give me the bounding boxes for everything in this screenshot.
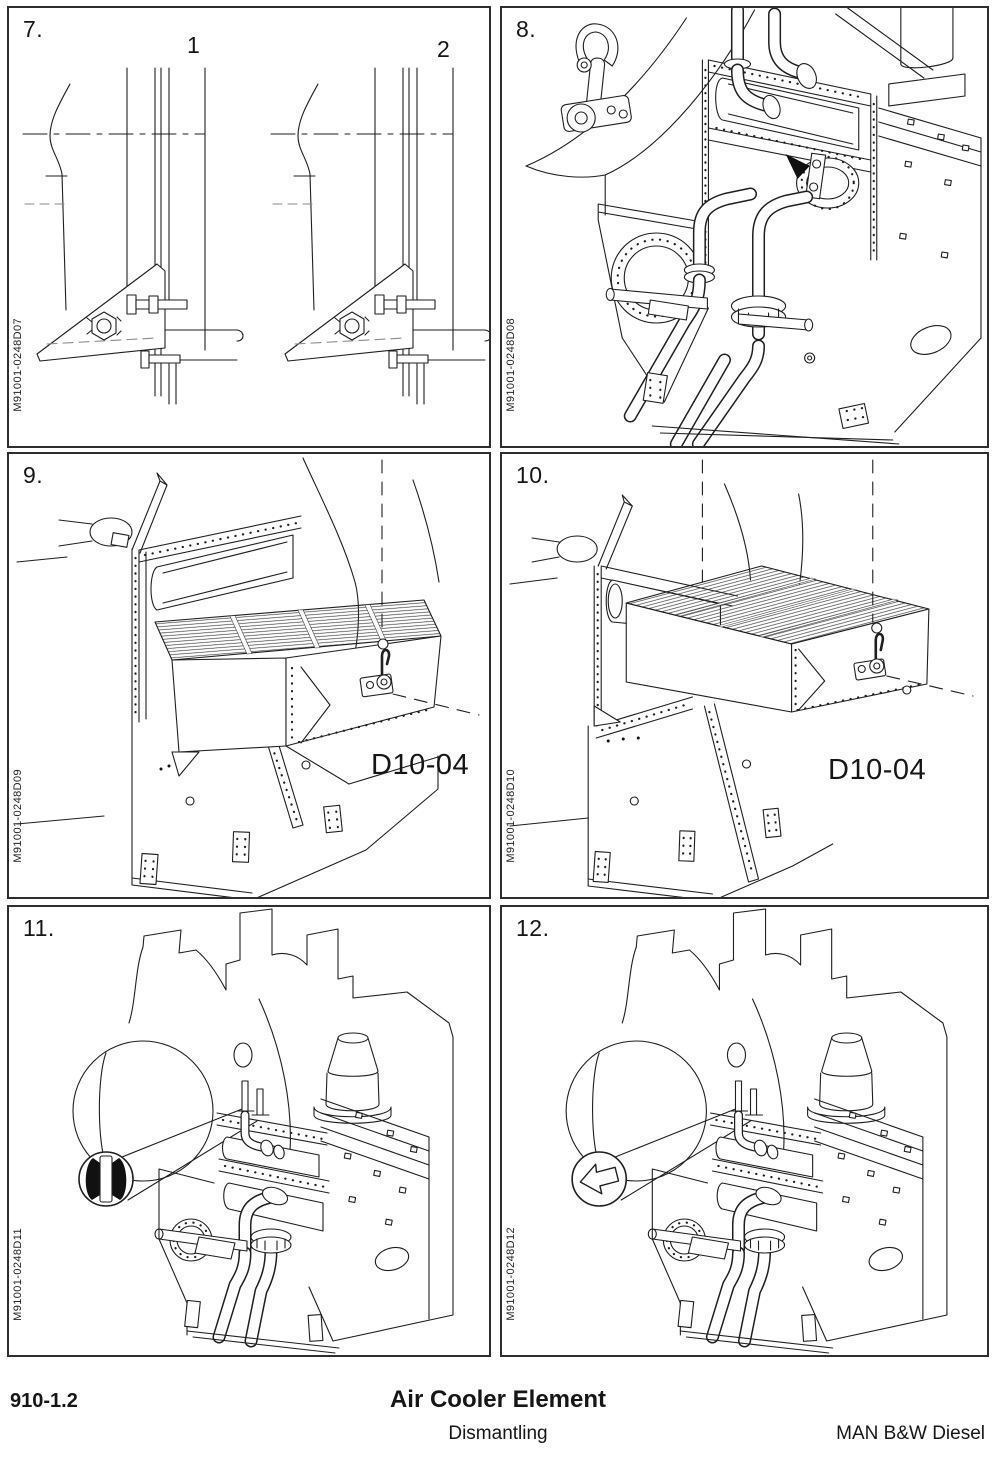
arrow-left-icon [579, 1163, 620, 1195]
panel-number: 8. [516, 16, 537, 42]
panel-number: 7. [23, 16, 44, 42]
panel-number: 11. [23, 915, 55, 941]
figure-8-drawing [525, 8, 982, 446]
drawing-code: M91001-0248D09 [12, 769, 24, 863]
page-footer: 910-1.2 Air Cooler Element Dismantling M… [0, 1378, 996, 1474]
doc-number: 910-1.2 [10, 1390, 78, 1412]
page-subtitle: Dismantling [448, 1423, 548, 1444]
direction-arrow-icon [785, 154, 810, 179]
figure-panel-11: 11. M91001-0248D11 [7, 905, 491, 1357]
drawing-code: M91001-0248D12 [505, 1227, 517, 1321]
figure-panel-9: 9. D10-04 M91001-0248D09 [7, 452, 491, 899]
figure-panel-8: 8. M91001-0248D08 [500, 6, 989, 448]
figure-11-drawing [9, 907, 489, 1355]
figure-12-drawing [502, 907, 987, 1355]
tool-ref-label: D10-04 [828, 754, 927, 786]
panel-number: 9. [23, 462, 44, 488]
figure-panel-12: 12. M91001-0248D12 [500, 905, 989, 1357]
detail-label-1: 1 [187, 32, 200, 58]
figure-panel-7: 7. 1 2 M91001-0248D07 [7, 6, 491, 448]
tool-ref-label: D10-04 [371, 749, 470, 781]
shackle-icon [560, 23, 632, 133]
detail-label-2: 2 [437, 36, 450, 62]
figure-panel-10: 10. D10-04 M91001-0248D10 [500, 452, 989, 899]
drawing-code: M91001-0248D07 [12, 318, 24, 412]
lifting-hook-icon [359, 638, 394, 698]
brand-name: MAN B&W Diesel [836, 1423, 985, 1444]
figure-9-drawing [16, 457, 480, 897]
detail-circle [571, 1151, 628, 1207]
cooler-element-grid [154, 599, 442, 661]
drawing-code: M91001-0248D10 [505, 769, 517, 863]
drawing-code: M91001-0248D11 [12, 1228, 24, 1321]
panel-number: 12. [516, 915, 550, 941]
panel-number: 10. [516, 462, 550, 488]
drawing-code: M91001-0248D08 [505, 318, 517, 412]
lifting-hook-icon [853, 622, 887, 681]
figure-10-drawing [509, 459, 974, 897]
page-title: Air Cooler Element [389, 1386, 607, 1413]
figure-7-drawing [22, 67, 489, 405]
cooler-element-grid [625, 565, 930, 645]
detail-circle [78, 1151, 134, 1207]
